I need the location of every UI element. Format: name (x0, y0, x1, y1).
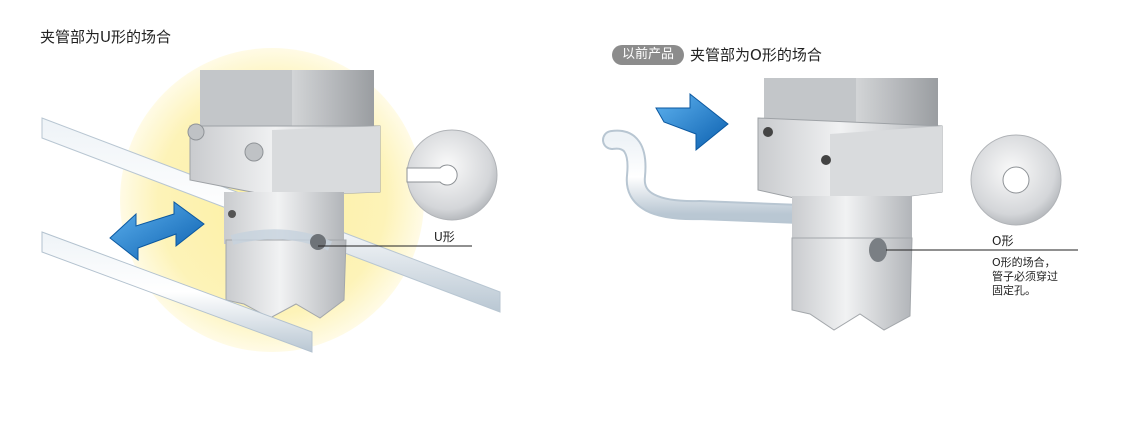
o-shape-label: O形 (992, 234, 1014, 248)
sensor-right (757, 78, 943, 331)
note-line: 管子必须穿过 (992, 270, 1058, 283)
tube-lower (41, 231, 313, 353)
right-panel-header: 以前产品 夹管部为O形的场合 (612, 44, 822, 65)
u-shape-label: U形 (434, 230, 455, 244)
previous-product-badge: 以前产品 (612, 44, 685, 65)
note-line: 固定孔。 (992, 284, 1036, 297)
right-panel-title: 夹管部为O形的场合 (690, 46, 822, 64)
double-arrow-icon (109, 201, 205, 262)
left-panel-title: 夹管部为U形的场合 (40, 28, 171, 46)
sensor-left (187, 70, 381, 319)
o-hole-icon (970, 134, 1062, 226)
o-shape-note: O形的场合， 管子必须穿过 固定孔。 (992, 256, 1058, 298)
note-line: O形的场合， (992, 256, 1056, 269)
tube-right (602, 129, 810, 224)
push-arrow-icon (655, 92, 729, 152)
u-slot-icon (406, 129, 498, 221)
